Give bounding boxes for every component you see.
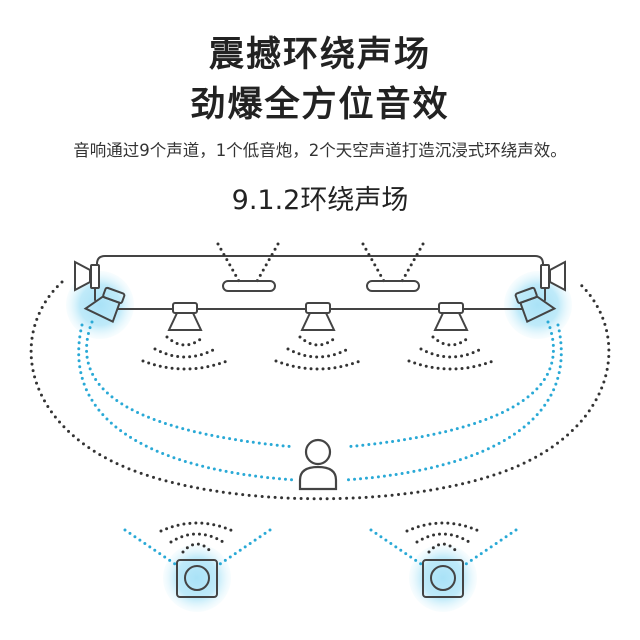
subwoofer-right-glow [409,544,477,612]
height-speaker-left-icon [222,280,276,292]
blue-path [343,323,563,482]
sound-wave [431,335,471,347]
sound-wave [165,335,205,347]
blue-path [215,528,272,568]
sound-wave [274,359,362,371]
front-speaker-icon [300,302,336,331]
sound-wave [405,521,481,533]
headline-line-1: 震撼环绕声场 [208,35,431,75]
front-speaker-icon [167,302,203,331]
sound-field-ellipse [29,280,611,501]
sound-wave [169,532,225,544]
sound-wave [427,542,459,554]
surround-speaker-right-icon [514,286,557,324]
listener-icon [298,438,338,491]
sound-wave [286,347,350,359]
blue-path [369,528,426,568]
sound-wave [407,359,495,371]
blue-path [461,528,518,568]
headline-line-2: 劲爆全方位音效 [190,85,450,125]
blue-path [77,323,297,482]
blue-path [85,320,297,449]
surround-speaker-left-icon [83,286,126,324]
sound-wave [153,347,217,359]
sound-wave [159,521,235,533]
section-title: 9.1.2环绕声场 [231,185,409,216]
blue-path [123,528,180,568]
surround-right-glow [504,271,572,339]
sound-wave [141,359,229,371]
description: 音响通过9个声道，1个低音炮，2个天空声道打造沉浸式环绕声效。 [73,141,567,160]
front-speaker-icon [433,302,469,331]
subwoofer-icon [176,559,218,598]
sound-wave [181,542,213,554]
subwoofer-left-glow [163,544,231,612]
sound-wave [419,347,483,359]
sound-wave [298,335,338,347]
sound-wave [415,532,471,544]
subwoofer-icon [422,559,464,598]
height-speaker-right-icon [366,280,420,292]
blue-path [343,320,555,449]
side-speaker-right-icon [540,260,566,292]
surround-left-glow [66,271,134,339]
front-frame [96,255,544,265]
side-speaker-left-icon [74,260,100,292]
